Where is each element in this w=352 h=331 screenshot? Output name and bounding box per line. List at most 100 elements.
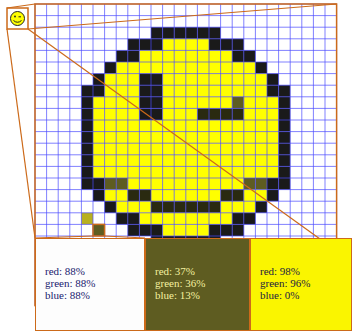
pixel: [186, 224, 198, 236]
pixel: [81, 166, 93, 178]
pixel: [105, 108, 117, 120]
pixel: [151, 213, 163, 225]
pixel: [267, 178, 279, 190]
pixel: [81, 178, 93, 190]
pixel: [255, 166, 267, 178]
pixel: [116, 166, 128, 178]
pixel: [151, 155, 163, 167]
pixel: [105, 166, 117, 178]
pixel: [267, 85, 279, 97]
rgb-value: blue: 0%: [260, 289, 347, 301]
pixel: [186, 85, 198, 97]
pixel: [163, 50, 175, 62]
pixel: [244, 62, 256, 74]
pixel: [255, 155, 267, 167]
pixel: [139, 143, 151, 155]
pixel: [197, 27, 209, 39]
pixel: [209, 120, 221, 132]
pixel: [267, 132, 279, 144]
pixel: [221, 132, 233, 144]
pixel: [128, 155, 140, 167]
pixel: [163, 39, 175, 51]
pixel: [244, 85, 256, 97]
pixel: [232, 97, 244, 109]
pixel: [221, 120, 233, 132]
pixel: [174, 74, 186, 86]
pixel: [174, 85, 186, 97]
pixel: [128, 132, 140, 144]
pixel: [221, 213, 233, 225]
color-swatch-box: red: 88%green: 88%blue: 88%: [35, 238, 145, 331]
pixel: [267, 190, 279, 202]
pixel: [151, 178, 163, 190]
pixel: [197, 62, 209, 74]
grid-line: [35, 120, 337, 121]
pixel: [105, 143, 117, 155]
grid-line: [35, 62, 337, 63]
pixel: [128, 39, 140, 51]
pixel: [139, 97, 151, 109]
pixel: [244, 74, 256, 86]
pixel: [255, 201, 267, 213]
pixel: [186, 132, 198, 144]
pixel: [209, 166, 221, 178]
grid-line: [35, 73, 337, 74]
pixel: [128, 166, 140, 178]
pixel: [186, 74, 198, 86]
pixel: [221, 108, 233, 120]
pixel: [151, 143, 163, 155]
grid-line: [35, 201, 337, 202]
pixel: [209, 74, 221, 86]
pixel: [255, 74, 267, 86]
pixel: [105, 62, 117, 74]
selected-pixel: [93, 224, 105, 236]
color-swatch-box: red: 37%green: 36%blue: 13%: [145, 238, 250, 331]
pixel: [128, 50, 140, 62]
pixel: [174, 143, 186, 155]
pixel: [139, 224, 151, 236]
pixel: [186, 201, 198, 213]
color-swatch-box: red: 98%green: 96%blue: 0%: [250, 238, 352, 331]
leader-line: [28, 29, 352, 262]
pixel: [93, 166, 105, 178]
pixel: [267, 97, 279, 109]
pixel: [139, 166, 151, 178]
pixel: [174, 155, 186, 167]
pixel: [151, 85, 163, 97]
pixel: [139, 178, 151, 190]
pixel: [93, 108, 105, 120]
pixel: [244, 132, 256, 144]
pixel: [163, 27, 175, 39]
pixel: [151, 166, 163, 178]
pixel: [163, 97, 175, 109]
pixel: [139, 190, 151, 202]
pixel: [209, 97, 221, 109]
pixel: [197, 143, 209, 155]
pixel: [128, 213, 140, 225]
pixel: [139, 85, 151, 97]
pixel: [197, 108, 209, 120]
pixel: [209, 143, 221, 155]
pixel: [267, 108, 279, 120]
pixel: [244, 120, 256, 132]
pixel: [174, 224, 186, 236]
pixel: [174, 201, 186, 213]
pixel: [232, 190, 244, 202]
pixel: [244, 108, 256, 120]
pixel: [139, 74, 151, 86]
pixel: [174, 39, 186, 51]
pixel: [93, 155, 105, 167]
pixel: [105, 97, 117, 109]
pixel: [186, 62, 198, 74]
pixel: [197, 166, 209, 178]
pixel: [197, 50, 209, 62]
grid-line: [35, 131, 337, 132]
pixel: [209, 132, 221, 144]
pixel: [116, 155, 128, 167]
pixel: [221, 155, 233, 167]
pixel: [279, 166, 291, 178]
pixel: [81, 120, 93, 132]
pixel: [232, 62, 244, 74]
pixel: [209, 224, 221, 236]
pixel: [232, 74, 244, 86]
